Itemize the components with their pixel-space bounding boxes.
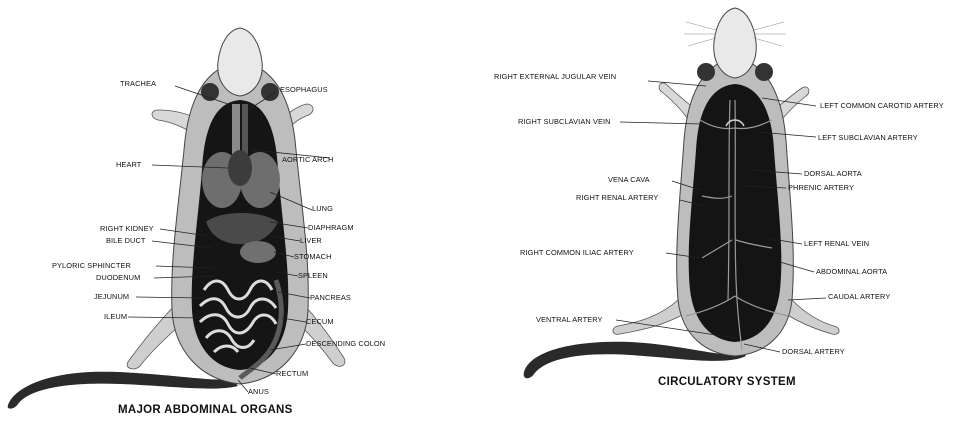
label-left-common-carotid-artery: LEFT COMMON CAROTID ARTERY: [820, 102, 944, 110]
label-ileum: ILEUM: [104, 313, 127, 321]
label-lung: LUNG: [312, 205, 333, 213]
label-stomach: STOMACH: [294, 253, 332, 261]
label-esophagus: ESOPHAGUS: [280, 86, 328, 94]
label-left-renal-vein: LEFT RENAL VEIN: [804, 240, 869, 248]
rat-organs-illustration: [0, 0, 490, 429]
right-hind-leg: [786, 300, 839, 334]
label-right-renal-artery: RIGHT RENAL ARTERY: [576, 194, 658, 202]
label-heart: HEART: [116, 161, 141, 169]
label-pancreas: PANCREAS: [310, 294, 351, 302]
label-pyloric-sphincter: PYLORIC SPHINCTER: [52, 262, 131, 270]
label-duodenum: DUODENUM: [96, 274, 140, 282]
head: [218, 28, 263, 96]
label-diaphragm: DIAPHRAGM: [308, 224, 354, 232]
label-phrenic-artery: PHRENIC ARTERY: [788, 184, 854, 192]
label-right-kidney: RIGHT KIDNEY: [100, 225, 154, 233]
label-cecum: CECUM: [306, 318, 334, 326]
label-right-external-jugular-vein: RIGHT EXTERNAL JUGULAR VEIN: [494, 73, 616, 81]
label-dorsal-aorta: DORSAL AORTA: [804, 170, 862, 178]
label-ventral-artery: VENTRAL ARTERY: [536, 316, 603, 324]
label-trachea: TRACHEA: [120, 80, 156, 88]
heart-shape: [228, 150, 252, 186]
label-abdominal-aorta: ABDOMINAL AORTA: [816, 268, 887, 276]
label-vena-cava: VENA CAVA: [608, 176, 650, 184]
label-jejunum: JEJUNUM: [94, 293, 129, 301]
label-liver: LIVER: [300, 237, 322, 245]
left-ear: [697, 63, 715, 81]
label-bile-duct: BILE DUCT: [106, 237, 146, 245]
caption-major-abdominal-organs: MAJOR ABDOMINAL ORGANS: [118, 404, 293, 416]
abdominal-organs-diagram: TRACHEA ESOPHAGUS HEART AORTIC ARCH LUNG…: [0, 0, 490, 429]
label-dorsal-artery: DORSAL ARTERY: [782, 348, 845, 356]
label-left-subclavian-artery: LEFT SUBCLAVIAN ARTERY: [818, 134, 918, 142]
stomach-shape: [240, 241, 276, 263]
caption-circulatory-system: CIRCULATORY SYSTEM: [658, 376, 796, 388]
left-hind-leg: [613, 300, 684, 334]
right-ear: [755, 63, 773, 81]
label-right-common-iliac-artery: RIGHT COMMON ILIAC ARTERY: [520, 249, 634, 257]
label-caudal-artery: CAUDAL ARTERY: [828, 293, 890, 301]
label-rectum: RECTUM: [276, 370, 308, 378]
label-descending-colon: DESCENDING COLON: [306, 340, 385, 348]
circulatory-system-diagram: RIGHT EXTERNAL JUGULAR VEIN LEFT COMMON …: [490, 0, 980, 429]
right-ear: [261, 83, 279, 101]
label-anus: ANUS: [248, 388, 269, 396]
label-spleen: SPLEEN: [298, 272, 328, 280]
label-right-subclavian-vein: RIGHT SUBCLAVIAN VEIN: [518, 118, 611, 126]
rat-circulatory-illustration: [490, 0, 980, 429]
label-aortic-arch: AORTIC ARCH: [282, 156, 333, 164]
head: [714, 8, 757, 78]
